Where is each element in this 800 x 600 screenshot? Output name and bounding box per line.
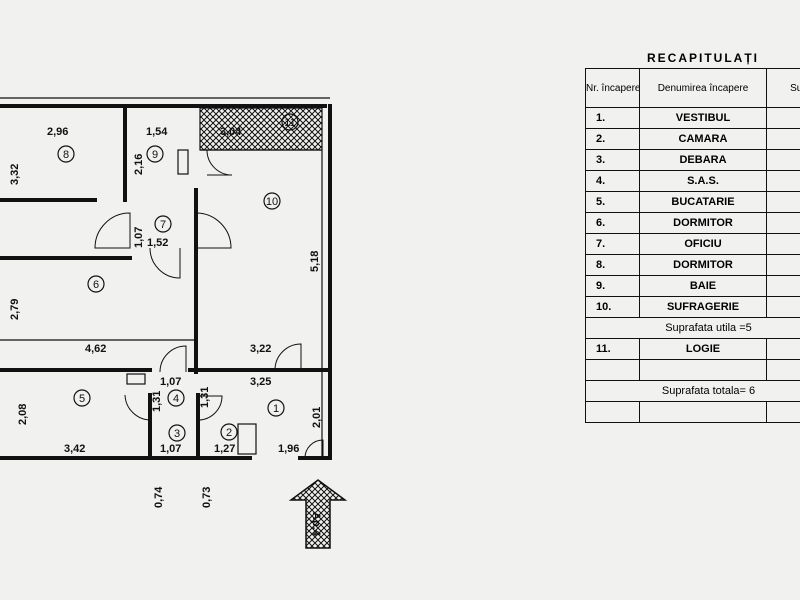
- room-marker-10: 10: [263, 192, 281, 210]
- svg-text:11: 11: [284, 117, 295, 129]
- blank-row: [585, 359, 800, 381]
- svg-text:5: 5: [79, 393, 85, 405]
- interior-walls: [0, 104, 332, 460]
- svg-text:4: 4: [173, 393, 179, 405]
- total-area-row: Suprafata totala= 6: [585, 380, 800, 402]
- entrance-label: Ap.4: [310, 512, 322, 537]
- svg-text:8: 8: [63, 149, 69, 161]
- table-row: 5.BUCATARIE: [585, 191, 800, 213]
- recap-table: Nr. încapere Denumirea încapere Sup 1.VE…: [585, 68, 800, 423]
- dim-label: 2,01: [311, 407, 323, 428]
- dim-label: 1,31: [199, 387, 211, 408]
- recap-body: 1.VESTIBUL 2.CAMARA 3.DEBARA 4.S.A.S. 5.…: [585, 107, 800, 423]
- table-row: 2.CAMARA: [585, 128, 800, 150]
- dim-label: 4,62: [85, 343, 106, 355]
- room-marker-6: 6: [87, 275, 105, 293]
- table-row: 1.VESTIBUL: [585, 107, 800, 129]
- header-nr: Nr. încapere: [585, 68, 640, 108]
- table-row: 6.DORMITOR: [585, 212, 800, 234]
- room-marker-2: 2: [220, 423, 238, 441]
- room-marker-8: 8: [57, 145, 75, 163]
- table-row: 4.S.A.S.: [585, 170, 800, 192]
- table-row: 9.BAIE: [585, 275, 800, 297]
- blank-row: [585, 401, 800, 423]
- dim-label: 2,08: [17, 404, 29, 425]
- room-marker-7: 7: [154, 215, 172, 233]
- dim-label: 3,04: [220, 126, 242, 138]
- dimension-labels: 2,96 1,54 3,04 3,32 2,16 1,07 1,52 5,18 …: [9, 126, 323, 508]
- useful-area: Suprafata utila =5: [585, 317, 800, 339]
- header-area: Sup: [766, 68, 800, 108]
- dim-label: 1,52: [147, 237, 168, 249]
- total-area: Suprafata totala= 6: [585, 380, 800, 402]
- entrance-arrow: Ap.4: [288, 479, 348, 549]
- dim-label: 5,18: [309, 251, 321, 272]
- table-row: 8.DORMITOR: [585, 254, 800, 276]
- header-name: Denumirea încapere: [639, 68, 767, 108]
- dim-label: 2,96: [47, 126, 68, 138]
- table-row: 11.LOGIE: [585, 338, 800, 360]
- recap-panel: RECAPITULAȚI Nr. încapere Denumirea înca…: [585, 48, 800, 423]
- svg-text:1: 1: [273, 403, 279, 415]
- table-row: 10.SUFRAGERIE: [585, 296, 800, 318]
- dim-label: 0,74: [153, 486, 165, 508]
- dim-label: 1,27: [214, 443, 235, 455]
- svg-text:6: 6: [93, 279, 99, 291]
- dim-label: 1,07: [133, 227, 145, 248]
- table-row: 3.DEBARA: [585, 149, 800, 171]
- svg-text:10: 10: [266, 196, 278, 208]
- room-marker-11: 11: [281, 113, 299, 131]
- table-row: 7.OFICIU: [585, 233, 800, 255]
- dim-label: 1,07: [160, 443, 181, 455]
- svg-text:7: 7: [160, 219, 166, 231]
- svg-text:3: 3: [174, 428, 180, 440]
- table-header-row: Nr. încapere Denumirea încapere Sup: [585, 68, 800, 108]
- room-marker-9: 9: [146, 145, 164, 163]
- dim-label: 0,73: [201, 487, 213, 508]
- dim-label: 1,07: [160, 376, 181, 388]
- svg-text:9: 9: [152, 149, 158, 161]
- room-markers: 8 9 11 10 7 6 5 4 1 3 2: [57, 113, 299, 442]
- dim-label: 1,96: [278, 443, 299, 455]
- room-marker-3: 3: [168, 424, 186, 442]
- dim-label: 3,22: [250, 343, 271, 355]
- useful-area-row: Suprafata utila =5: [585, 317, 800, 339]
- dim-label: 3,25: [250, 376, 271, 388]
- dim-label: 3,42: [64, 443, 85, 455]
- recap-title: RECAPITULAȚI: [647, 51, 759, 65]
- room-marker-4: 4: [167, 389, 185, 407]
- svg-text:2: 2: [226, 427, 232, 439]
- dim-label: 1,54: [146, 126, 168, 138]
- logia-hatch: [199, 107, 323, 151]
- dim-label: 3,32: [9, 164, 21, 185]
- dim-label: 1,31: [151, 391, 163, 412]
- room-marker-1: 1: [267, 399, 285, 417]
- room-marker-5: 5: [73, 389, 91, 407]
- door-swings: [94, 149, 324, 459]
- dim-label: 2,79: [9, 299, 21, 320]
- dim-label: 2,16: [133, 154, 145, 175]
- outer-walls: [0, 97, 332, 460]
